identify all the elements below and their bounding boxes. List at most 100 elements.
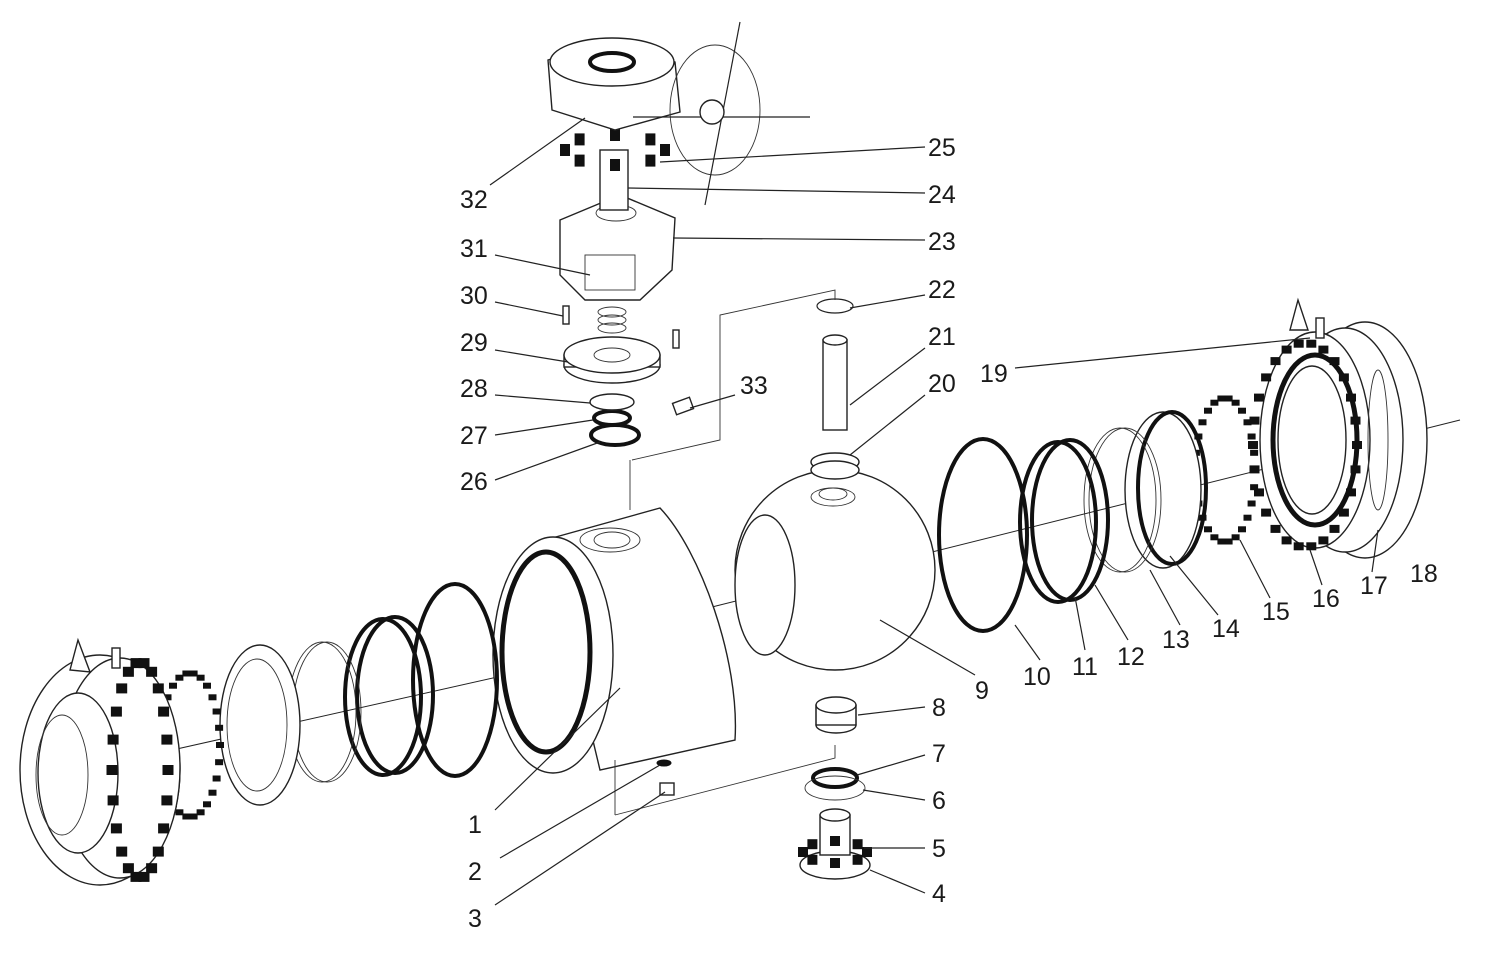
spring <box>182 670 191 677</box>
callout-labels: 1 2 3 4 5 6 7 8 9 10 11 12 13 14 15 16 1… <box>460 134 1438 933</box>
stud <box>1261 373 1272 382</box>
callout-29: 29 <box>460 329 488 357</box>
part-21-stem <box>822 334 848 431</box>
callout-9: 9 <box>975 677 989 705</box>
bolt <box>645 154 656 167</box>
part-26-o-ring <box>589 423 641 447</box>
stud <box>1281 345 1292 354</box>
callout-8: 8 <box>932 694 946 722</box>
spring <box>182 813 191 820</box>
bolt <box>660 144 670 156</box>
spring <box>208 694 217 701</box>
part-29-gland-flange <box>563 336 661 384</box>
spring <box>1251 467 1259 473</box>
stud <box>161 795 173 806</box>
stud <box>1318 536 1329 545</box>
stud <box>122 863 134 874</box>
stud <box>1281 536 1292 545</box>
left-end-cap <box>19 637 181 886</box>
part-22-o-ring <box>816 298 854 314</box>
stud <box>107 795 119 806</box>
stud <box>158 823 170 834</box>
stud <box>1329 524 1340 533</box>
callout-20: 20 <box>928 370 956 398</box>
callout-30: 30 <box>460 282 488 310</box>
part-9-ball <box>734 469 936 671</box>
stud <box>1350 465 1361 474</box>
callout-26: 26 <box>460 468 488 496</box>
callout-31: 31 <box>460 235 488 263</box>
callout-14: 14 <box>1212 615 1240 643</box>
spring <box>212 775 221 782</box>
callout-2: 2 <box>468 858 482 886</box>
part-1-body <box>492 507 737 774</box>
stem-springs <box>597 306 627 334</box>
spring <box>203 801 211 808</box>
bolt <box>574 154 585 167</box>
stud <box>152 683 164 694</box>
stud <box>1261 508 1272 517</box>
spring <box>1217 538 1226 545</box>
bolt <box>560 144 570 156</box>
spring <box>1210 399 1219 406</box>
callout-1: 1 <box>468 811 482 839</box>
callout-16: 16 <box>1312 585 1340 613</box>
stud <box>116 683 128 694</box>
callout-19: 19 <box>980 360 1008 388</box>
left-studs <box>106 658 174 882</box>
part-6-gasket <box>804 775 866 801</box>
callout-11: 11 <box>1072 653 1098 681</box>
callout-33: 33 <box>740 372 768 400</box>
stud <box>1352 441 1362 449</box>
spring <box>1250 484 1259 491</box>
spring <box>196 674 205 681</box>
spring <box>215 759 224 766</box>
callout-13: 13 <box>1162 626 1190 654</box>
stud <box>110 823 122 834</box>
spring <box>1247 500 1256 507</box>
spring <box>189 670 198 677</box>
leader-lines <box>489 117 1379 906</box>
stud <box>1248 441 1258 449</box>
spring <box>1224 395 1233 402</box>
bolt <box>610 159 620 171</box>
part-23-mounting-bracket <box>559 194 676 301</box>
callout-10: 10 <box>1023 663 1051 691</box>
nut <box>830 836 840 846</box>
stud <box>138 658 150 669</box>
part-3-plug <box>659 782 675 796</box>
spring <box>1243 419 1252 426</box>
left-gasket <box>411 582 499 778</box>
spring <box>1247 433 1256 440</box>
callout-21: 21 <box>928 323 956 351</box>
spring <box>203 682 211 689</box>
part-30-pin <box>562 305 680 349</box>
spring <box>215 724 224 731</box>
callout-32: 32 <box>460 186 488 214</box>
part-32-gear-operator <box>547 21 810 206</box>
stud <box>122 666 134 677</box>
stud <box>1306 339 1317 348</box>
stud <box>1338 508 1349 517</box>
part-27-o-ring <box>592 409 632 427</box>
spring <box>1204 526 1212 533</box>
stud <box>1338 373 1349 382</box>
part-10-gasket <box>937 437 1029 633</box>
callout-4: 4 <box>932 880 946 908</box>
callout-7: 7 <box>932 740 946 768</box>
stud <box>1254 488 1264 497</box>
callout-3: 3 <box>468 905 482 933</box>
stud <box>1318 345 1329 354</box>
spring <box>1210 534 1219 541</box>
part-17-bolt-holes <box>1367 369 1389 511</box>
part-7-o-ring <box>811 767 859 789</box>
stud <box>158 706 170 717</box>
nut <box>798 847 808 857</box>
spring <box>1231 399 1240 406</box>
part-8-bearing <box>815 696 857 734</box>
part-33-plug <box>671 396 695 416</box>
nut <box>807 854 818 865</box>
stud <box>146 863 158 874</box>
nut <box>852 854 863 865</box>
spring <box>1243 514 1252 521</box>
